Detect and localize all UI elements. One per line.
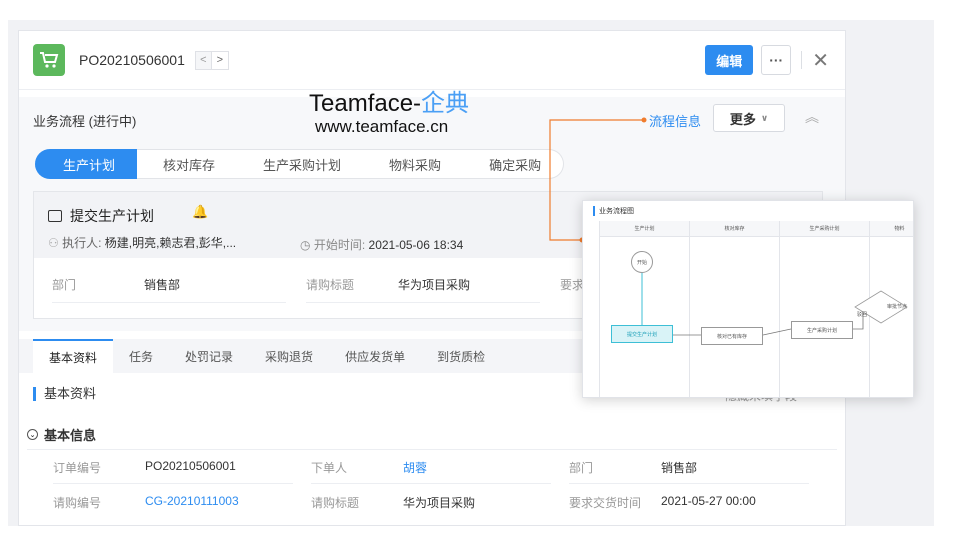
- more-dropdown[interactable]: 更多∨: [713, 104, 785, 132]
- person-icon: ⚇: [48, 236, 59, 250]
- step-material-purchase[interactable]: 物料采购: [363, 149, 464, 179]
- field-value-delivery-time: 2021-05-27 00:00: [661, 494, 756, 508]
- watermark-url: www.teamface.cn: [315, 117, 449, 136]
- field-label-orderer: 下单人: [311, 461, 348, 475]
- tab-basic-info[interactable]: 基本资料: [33, 339, 114, 373]
- diagram-title: 业务流程图: [593, 206, 634, 216]
- diagram-approve-node: 审批节点: [887, 304, 908, 310]
- process-title: 业务流程 (进行中): [33, 114, 137, 129]
- task-field-value: 销售部: [144, 278, 181, 292]
- diagram-lane: [779, 221, 780, 397]
- field-underline: [53, 483, 293, 484]
- tab-supplier-delivery[interactable]: 供应发货单: [345, 349, 406, 364]
- diagram-lane: [689, 221, 690, 397]
- field-underline: [569, 483, 809, 484]
- task-executors: ⚇ 执行人: 杨建,明亮,赖志君,彭华,...: [48, 236, 237, 250]
- task-field-label: 要求: [560, 278, 585, 292]
- task-field-label: 请购标题: [306, 278, 355, 292]
- field-label-requisition-no: 请购编号: [53, 496, 102, 510]
- field-value-department: 销售部: [661, 461, 698, 475]
- basic-info-header[interactable]: ⌄ 基本信息: [27, 425, 96, 444]
- collapse-icon[interactable]: ︽: [805, 109, 819, 125]
- diagram-purchase-node: 生产采购计划: [791, 321, 853, 339]
- diagram-back-label: 驳回: [857, 312, 868, 318]
- step-production-plan[interactable]: 生产计划: [35, 149, 138, 179]
- block-title: 基本资料: [33, 387, 96, 401]
- field-value-requisition-no[interactable]: CG-20210111003: [145, 494, 239, 508]
- more-actions-button[interactable]: ···: [761, 45, 792, 75]
- step-purchase-plan[interactable]: 生产采购计划: [237, 149, 364, 179]
- diagram-edges: [641, 273, 908, 336]
- tab-penalty-records[interactable]: 处罚记录: [185, 349, 234, 364]
- step-confirm-purchase[interactable]: 确定采购: [463, 149, 565, 179]
- close-icon[interactable]: ✕: [812, 49, 829, 72]
- field-label-delivery-time: 要求交货时间: [569, 496, 642, 510]
- process-steps: 生产计划 核对库存 生产采购计划 物料采购 确定采购: [35, 149, 565, 179]
- diagram-check-node: 核对已有库存: [701, 327, 763, 345]
- clock-icon: ◷: [300, 238, 311, 252]
- field-label-requisition-title: 请购标题: [311, 496, 360, 510]
- watermark-brand: Teamface-企典: [309, 90, 470, 117]
- diagram-submit-node: 提交生产计划: [611, 325, 673, 343]
- collapse-circle-icon: ⌄: [27, 429, 38, 440]
- bell-icon[interactable]: 🔔: [192, 204, 209, 219]
- field-value-requisition-title: 华为项目采购: [403, 496, 476, 510]
- diagram-lane: [599, 221, 600, 397]
- edit-button[interactable]: 编辑: [705, 45, 754, 75]
- field-underline: [306, 302, 540, 303]
- detail-tabs: 基本资料 任务 处罚记录 采购退货 供应发货单 到货质检: [33, 339, 501, 373]
- field-label-order-no: 订单编号: [53, 461, 102, 475]
- record-nav: < >: [194, 50, 229, 70]
- next-record-button[interactable]: >: [211, 50, 229, 70]
- task-field-value: 华为项目采购: [398, 278, 471, 292]
- field-underline: [311, 483, 551, 484]
- field-underline: [52, 302, 286, 303]
- cart-icon: [33, 44, 65, 76]
- diagram-start-node: 开始: [631, 251, 653, 273]
- step-check-stock[interactable]: 核对库存: [137, 149, 238, 179]
- section-divider: [27, 449, 837, 450]
- task-title-text: 提交生产计划: [70, 208, 154, 224]
- chevron-down-icon: ∨: [760, 112, 769, 123]
- flow-diagram-popover: 业务流程图 生产计划 核对库存 生产采购计划 物料 开始 提交生产计划 核对已有…: [582, 200, 914, 398]
- tab-arrival-inspection[interactable]: 到货质检: [437, 349, 486, 364]
- flow-info-link[interactable]: 流程信息: [649, 114, 702, 129]
- tab-tasks[interactable]: 任务: [129, 349, 154, 364]
- task-fields: 部门 销售部 请购标题 华为项目采购 要求: [34, 258, 822, 320]
- task-title: 提交生产计划: [48, 206, 154, 226]
- header-divider: [19, 89, 845, 90]
- tab-purchase-returns[interactable]: 采购退货: [265, 349, 314, 364]
- prev-record-button[interactable]: <: [194, 50, 212, 70]
- task-field-label: 部门: [52, 278, 77, 292]
- field-value-order-no: PO20210506001: [145, 459, 236, 473]
- detail-header: PO20210506001 < > 编辑 ··· ✕: [19, 31, 845, 89]
- order-number: PO20210506001: [79, 52, 185, 68]
- field-label-department: 部门: [569, 461, 594, 475]
- header-separator: [801, 51, 803, 69]
- header-actions: 编辑 ··· ✕: [705, 45, 829, 75]
- task-checkbox[interactable]: [48, 210, 62, 222]
- field-value-orderer[interactable]: 胡蓉: [403, 461, 428, 475]
- basic-info-title: 基本信息: [44, 428, 97, 443]
- task-start-time: ◷ 开始时间: 2021-05-06 18:34: [300, 238, 464, 252]
